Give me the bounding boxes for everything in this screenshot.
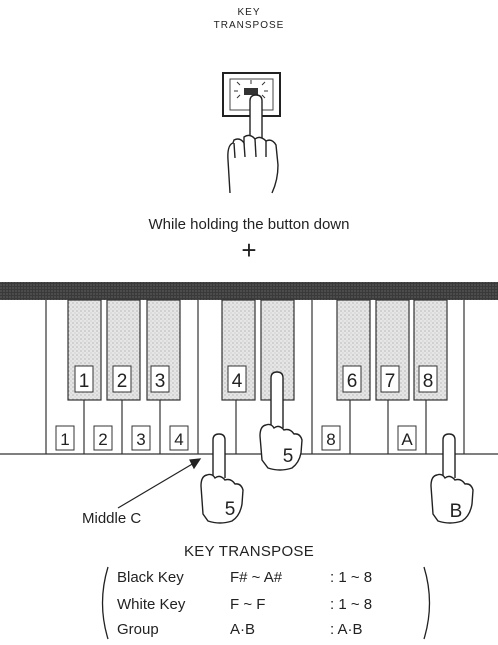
key-transpose-title: KEY TRANSPOSE bbox=[0, 6, 498, 32]
middle-hand-icon bbox=[259, 371, 303, 471]
keyboard-illustration: 1 2 3 4 6 7 8 1 2 3 4 8 A 5 5 B bbox=[0, 282, 498, 524]
white-key-label: 8 bbox=[326, 430, 335, 449]
row-name: Black Key bbox=[117, 569, 184, 586]
row-name: White Key bbox=[117, 596, 186, 613]
left-paren bbox=[101, 566, 109, 640]
left-finger-label: 5 bbox=[225, 499, 236, 520]
plus-symbol: + bbox=[241, 235, 257, 265]
row-value: : 1 ~ 8 bbox=[330, 596, 373, 613]
black-key-number-boxes bbox=[74, 365, 438, 393]
middle-c-label: Middle C bbox=[82, 510, 142, 527]
black-key-number: 8 bbox=[423, 371, 434, 392]
summary-title: KEY TRANSPOSE bbox=[183, 543, 315, 560]
black-key-number: 2 bbox=[117, 371, 128, 392]
row-range: A·B bbox=[230, 621, 256, 638]
white-key-label: 1 bbox=[60, 430, 69, 449]
black-key-numbers: 1 2 3 4 6 7 8 bbox=[79, 371, 434, 392]
white-key-label: 4 bbox=[174, 430, 183, 449]
white-key-label: 3 bbox=[136, 430, 145, 449]
title-line-1: KEY bbox=[237, 7, 261, 18]
row-value: : 1 ~ 8 bbox=[330, 569, 373, 586]
white-key-label-boxes bbox=[55, 425, 417, 451]
row-range: F# ~ A# bbox=[230, 569, 283, 586]
row-value: : A·B bbox=[330, 621, 363, 638]
white-key-label: 2 bbox=[98, 430, 107, 449]
left-hand-icon bbox=[200, 433, 244, 524]
row-range: F ~ F bbox=[230, 596, 266, 613]
right-finger-label: B bbox=[450, 501, 463, 522]
button-press-illustration bbox=[222, 72, 281, 194]
black-key-number: 3 bbox=[155, 371, 166, 392]
led-indicator-icon bbox=[234, 80, 268, 99]
middle-c-arrow bbox=[117, 458, 202, 509]
summary-brackets bbox=[101, 566, 431, 640]
right-paren bbox=[423, 566, 431, 640]
right-hand-icon bbox=[430, 433, 474, 524]
title-line-2: TRANSPOSE bbox=[213, 20, 285, 31]
black-key-number: 6 bbox=[347, 371, 358, 392]
black-key-number: 1 bbox=[79, 371, 90, 392]
black-key-number: 4 bbox=[232, 371, 243, 392]
keyboard-top-bar bbox=[0, 282, 498, 300]
white-key-label: A bbox=[401, 430, 413, 449]
black-keys bbox=[67, 299, 448, 401]
row-name: Group bbox=[117, 621, 159, 638]
white-key-labels: 1 2 3 4 8 A bbox=[60, 430, 413, 449]
black-key-number: 7 bbox=[385, 371, 396, 392]
instruction-text: While holding the button down bbox=[148, 216, 350, 233]
pressing-hand-icon bbox=[227, 94, 279, 194]
middle-finger-label: 5 bbox=[283, 446, 294, 467]
